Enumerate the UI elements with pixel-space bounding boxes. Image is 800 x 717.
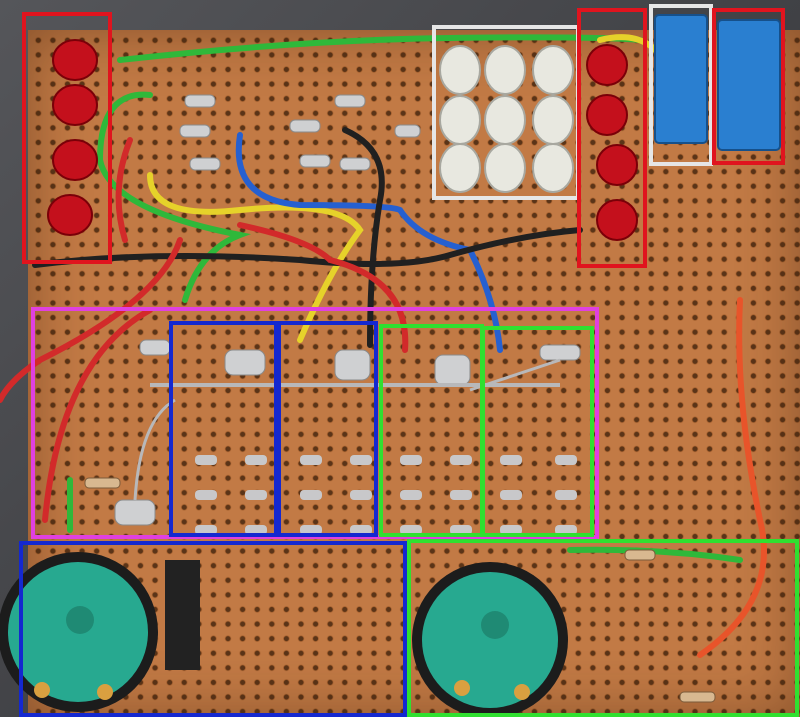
buzzers: [0, 552, 568, 717]
solder-pad: [500, 490, 522, 500]
solder-pad: [350, 525, 372, 535]
solder-pad: [245, 525, 267, 535]
solder-pad: [245, 490, 267, 500]
highlight-red-leds-right: [577, 8, 647, 268]
solder-pad: [500, 455, 522, 465]
highlight-red-leds-left: [22, 12, 112, 264]
highlight-relay-1: [649, 4, 713, 166]
solder-pad: [555, 490, 577, 500]
solder-pad: [300, 525, 322, 535]
solder-pad: [350, 455, 372, 465]
solder-pad: [500, 525, 522, 535]
solder-pad: [450, 525, 472, 535]
resistors: [84, 477, 716, 703]
solder-pad: [400, 525, 422, 535]
highlight-buzzer-right: [407, 539, 799, 717]
clear-leds-grid: [439, 45, 574, 193]
highlight-clear-leds: [432, 25, 580, 200]
solder-pad: [300, 490, 322, 500]
highlight-buzzer-left: [19, 541, 407, 717]
solder-pad: [195, 455, 217, 465]
highlight-channel-2: [277, 321, 378, 537]
highlight-relay-2: [712, 8, 785, 165]
highlight-channel-4: [481, 326, 594, 537]
solder-pad: [195, 525, 217, 535]
solder-pad: [350, 490, 372, 500]
solder-pad: [400, 490, 422, 500]
solder-pad: [195, 490, 217, 500]
highlight-channel-3: [379, 324, 484, 537]
solder-pad: [450, 455, 472, 465]
solder-pad: [450, 490, 472, 500]
solder-pads-grid: [195, 455, 577, 535]
highlight-channel-1: [169, 321, 278, 537]
red-leds-right: [586, 44, 638, 241]
solder-pad: [555, 455, 577, 465]
solder-pad: [400, 455, 422, 465]
blue-relays: [654, 14, 781, 151]
highlight-driver-section: [31, 307, 599, 539]
solder-pad: [300, 455, 322, 465]
copper-stripboard: [28, 30, 800, 717]
solder-pad: [555, 525, 577, 535]
solder-pad: [245, 455, 267, 465]
red-leds-left: [47, 39, 98, 236]
